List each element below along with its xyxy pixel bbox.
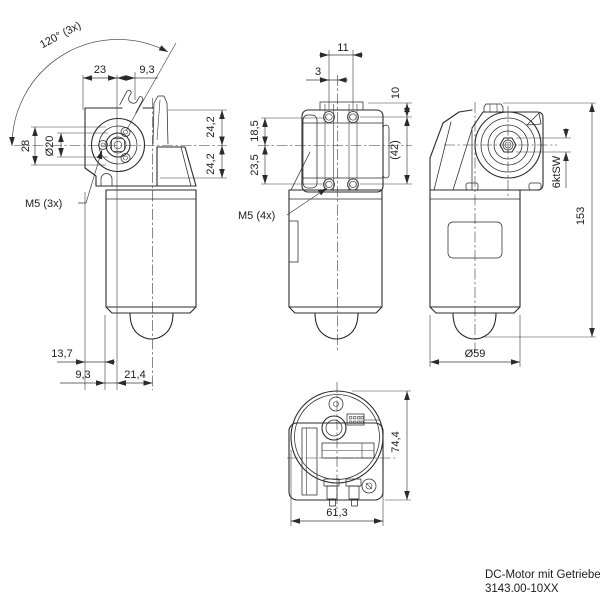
dim-23-5-label: 23,5	[249, 154, 261, 175]
dim-10-label: 10	[390, 87, 402, 99]
side-brush-slot	[288, 220, 299, 263]
dim-d59-label: Ø59	[465, 348, 486, 360]
side-view: 11 3 10 (42) 18,5 23,5 M5 (4x)	[238, 42, 412, 352]
rear-output-face	[474, 111, 542, 179]
bottom-connector-pins	[349, 416, 364, 424]
rear-nameplate	[447, 221, 503, 259]
dim-24-2-lower-label: 24,2	[205, 153, 217, 174]
rear-hex-shaft	[499, 137, 517, 153]
rear-clip-tab	[483, 103, 504, 113]
dim-24-2-upper-label: 24,2	[205, 116, 217, 137]
dim-9-3-top-label: 9,3	[139, 64, 154, 76]
rear-gearbox-housing	[429, 109, 544, 191]
bottom-terminal-2	[345, 478, 362, 507]
dim-28-label: 28	[20, 140, 32, 152]
caption-title: DC-Motor mit Getriebe	[485, 569, 600, 581]
thread-m5-4x-label: M5 (4x)	[238, 210, 275, 222]
bottom-terminal-1	[323, 478, 340, 507]
side-mount-plate	[319, 101, 364, 111]
thread-m5-3x-label: M5 (3x)	[25, 198, 62, 210]
caption-part-number: 3143.00-10XX	[485, 583, 559, 595]
dim-23-label: 23	[94, 64, 106, 76]
bottom-screw-right	[361, 478, 377, 494]
bottom-screw-top	[328, 396, 344, 412]
dim-9-3-bottom-label: 9,3	[75, 369, 90, 381]
dim-angle-label: 120° (3x)	[38, 20, 83, 52]
dim-11-label: 11	[337, 42, 348, 54]
bottom-view: 74,4 61,3	[287, 382, 411, 526]
rotation-direction-arrow	[526, 112, 542, 126]
dim-3-label: 3	[315, 66, 321, 78]
side-motor-body	[288, 189, 383, 308]
dim-42-label: (42)	[389, 140, 401, 160]
front-mount-screws	[98, 127, 131, 163]
front-gearbox-face	[90, 117, 146, 173]
bottom-shaft-boss	[321, 415, 347, 441]
dim-d20-label: Ø20	[44, 136, 56, 157]
bottom-connector	[346, 413, 365, 426]
hex-sw-label: 6ktSW	[551, 155, 563, 188]
front-gearbox-housing	[84, 107, 197, 187]
side-bearing-dome	[314, 312, 359, 340]
dim-74-4-label: 74,4	[390, 431, 402, 452]
drawing-caption: DC-Motor mit Getriebe 3143.00-10XX	[485, 569, 600, 595]
bottom-gearbox-plate	[288, 422, 384, 501]
side-gearbox-block	[301, 109, 384, 193]
front-fork-clip	[119, 90, 144, 114]
dim-13-7-label: 13,7	[51, 348, 72, 360]
dim-18-5-label: 18,5	[249, 120, 261, 141]
dim-21-4-label: 21,4	[124, 369, 145, 381]
dim-153-label: 153	[575, 207, 587, 225]
front-bearing-dome	[129, 312, 174, 340]
rear-view: 6ktSW 153 Ø59	[429, 102, 596, 367]
dim-61-3-label: 61,3	[326, 507, 347, 519]
rear-bearing-dome	[452, 312, 497, 340]
front-motor-body	[105, 189, 197, 308]
front-view: 120° (3x) 23 9,3 28 Ø20 M5 (3x) 24,2 24,…	[9, 20, 227, 390]
front-clip-tab	[152, 95, 169, 145]
